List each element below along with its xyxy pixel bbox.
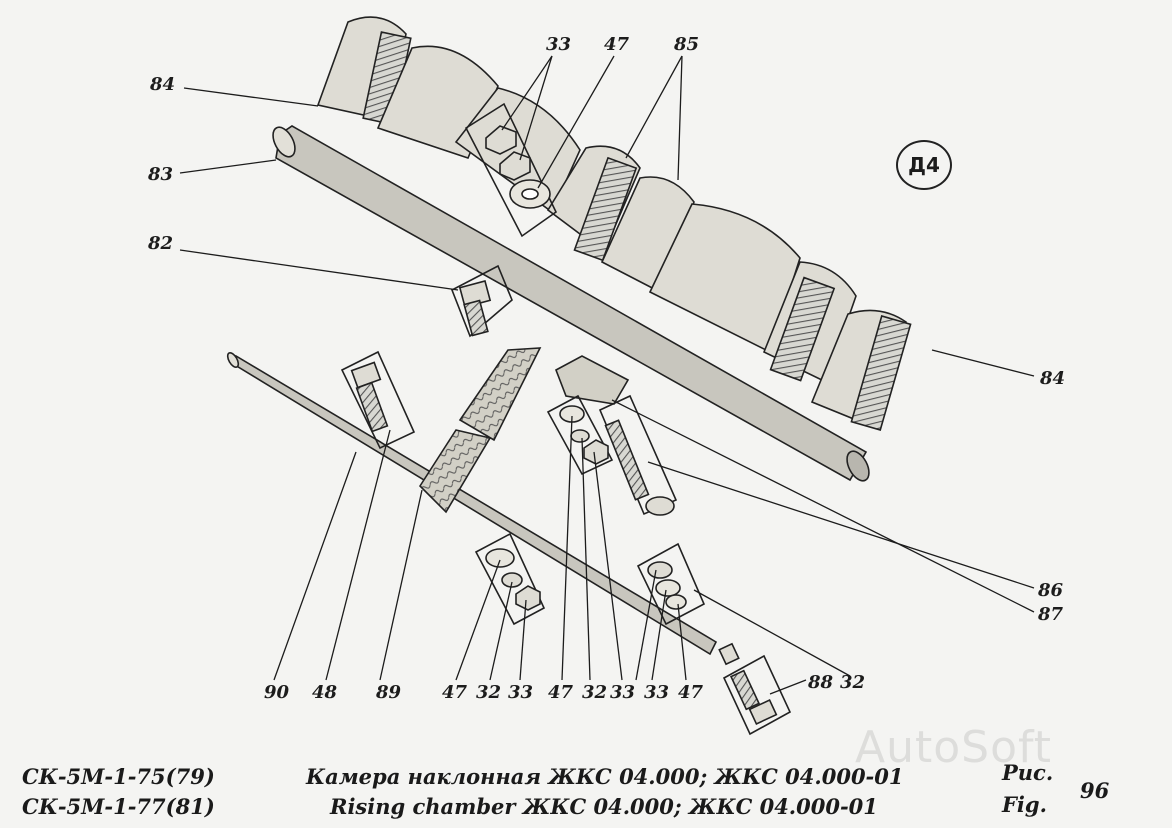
callout-32: 32 bbox=[582, 682, 607, 703]
slat-belt bbox=[316, 16, 912, 431]
slat bbox=[600, 176, 695, 294]
callout-33: 33 bbox=[508, 682, 533, 703]
lower-shaft bbox=[226, 351, 718, 656]
leader-lines bbox=[179, 55, 1035, 695]
washer-nut-set-low bbox=[474, 532, 546, 626]
callout-33: 33 bbox=[644, 682, 669, 703]
callout-88: 88 bbox=[807, 672, 834, 693]
callout-85: 85 bbox=[673, 34, 699, 55]
callout-90: 90 bbox=[264, 682, 290, 703]
callout-48: 48 bbox=[312, 682, 338, 703]
slat-spring bbox=[769, 276, 836, 382]
slat bbox=[454, 87, 581, 214]
watermark: AutoSoft bbox=[855, 722, 1052, 773]
callout-32: 32 bbox=[840, 672, 865, 693]
slat-end-piece bbox=[810, 309, 912, 431]
fig-label-ru: Рис. bbox=[1002, 760, 1054, 785]
bolt-48 bbox=[340, 350, 416, 450]
callout-33: 33 bbox=[546, 34, 571, 55]
upper-tube bbox=[272, 125, 870, 482]
wooden-guide bbox=[418, 347, 542, 514]
fig-number: 96 bbox=[1080, 778, 1110, 803]
callout-32: 32 bbox=[476, 682, 501, 703]
callout-84: 84 bbox=[149, 74, 175, 95]
callout-47: 47 bbox=[604, 34, 630, 55]
slat bbox=[648, 203, 801, 354]
fig-label-en: Fig. bbox=[1002, 792, 1047, 817]
bolt-82 bbox=[450, 264, 513, 338]
callout-33: 33 bbox=[610, 682, 635, 703]
callout-89: 89 bbox=[375, 682, 402, 703]
callout-47: 47 bbox=[678, 682, 704, 703]
callout-87: 87 bbox=[1037, 604, 1064, 625]
model-line-2: СК-5М-1-77(81) bbox=[22, 794, 215, 819]
bracket-86 bbox=[555, 355, 678, 516]
callout-82: 82 bbox=[147, 233, 173, 254]
washer-nut-set-mid bbox=[546, 394, 614, 476]
callout-47: 47 bbox=[548, 682, 574, 703]
callout-86: 86 bbox=[1037, 580, 1064, 601]
washer-nut-pack-top bbox=[464, 102, 558, 238]
callout-labels: 84 83 82 33 47 85 84 86 87 90 48 89 47 3… bbox=[147, 34, 1065, 703]
title-en: Rising chamber ЖКС 04.000; ЖКС 04.000-01 bbox=[330, 794, 878, 819]
callout-47: 47 bbox=[442, 682, 468, 703]
slat bbox=[316, 16, 412, 126]
sheet-badge-label: Д4 bbox=[908, 153, 940, 177]
callout-83: 83 bbox=[147, 164, 173, 185]
washer-nut-set-right bbox=[636, 542, 706, 626]
bolt-88 bbox=[718, 642, 792, 736]
slat-spring bbox=[573, 156, 638, 262]
title-ru: Камера наклонная ЖКС 04.000; ЖКС 04.000-… bbox=[306, 764, 904, 789]
sheet-badge: Д4 bbox=[896, 140, 952, 190]
model-line-1: СК-5М-1-75(79) bbox=[22, 764, 215, 789]
callout-84: 84 bbox=[1039, 368, 1065, 389]
